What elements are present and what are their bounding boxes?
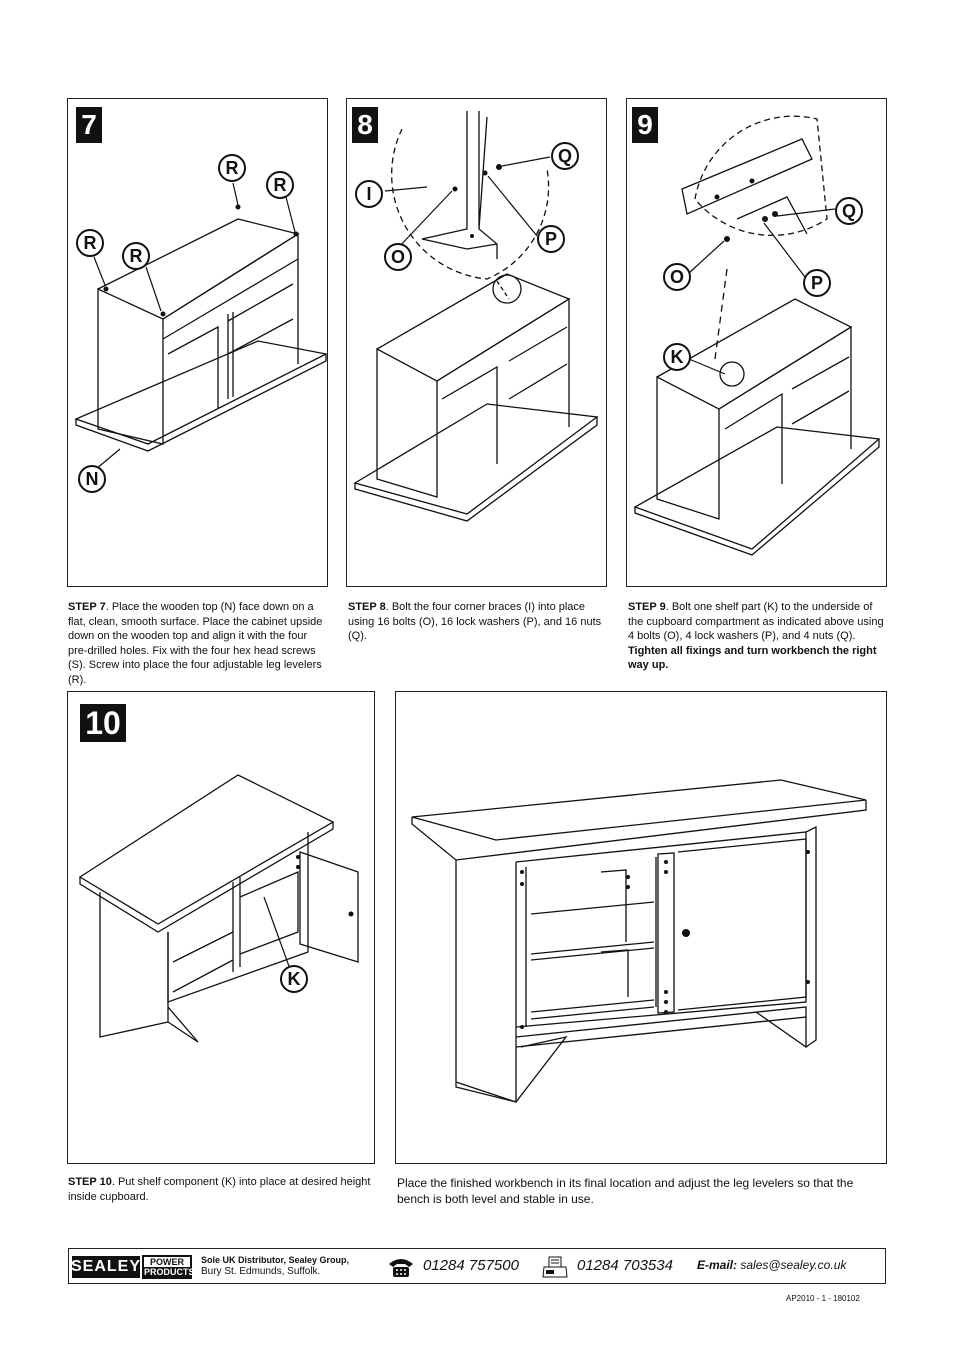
part-label-p: P [803,269,831,297]
step-text: . Bolt one shelf part (K) to the undersi… [628,601,884,642]
email-label: E-mail: [697,1258,738,1272]
email-contact: E-mail: sales@sealey.co.uk [697,1258,846,1272]
sealey-logo: SEALEY [71,1256,140,1278]
step-10-panel: 10 K [67,691,375,1164]
step-8-illustration [353,111,599,522]
distributor-info: Sole UK Distributor, Sealey Group, Bury … [201,1254,349,1278]
phone-number: 01284 757500 [423,1257,519,1274]
step-title: STEP 10 [68,1176,112,1188]
footer-bar: SEALEY POWER PRODUCTS Sole UK Distributo… [68,1248,886,1284]
step-7-caption: STEP 7. Place the wooden top (N) face do… [68,600,326,687]
part-label-r: R [218,154,246,182]
step-text: . Put shelf component (K) into place at … [68,1176,371,1203]
step-10-caption: STEP 10. Put shelf component (K) into pl… [68,1175,373,1204]
final-instruction: Place the finished workbench in its fina… [397,1176,854,1206]
step-number: 9 [632,107,658,143]
email-address[interactable]: sales@sealey.co.uk [740,1258,847,1272]
step-number: 7 [76,107,102,143]
part-label-n: N [78,465,106,493]
part-label-i: I [355,180,383,208]
step-8-panel: 8 Q I P O [346,98,607,587]
logo-power: POWER [149,1257,184,1267]
part-label-o: O [663,263,691,291]
fax-icon [542,1256,568,1278]
part-label-k: K [280,965,308,993]
power-products-logo: POWER PRODUCTS [142,1255,195,1279]
finished-workbench-illustration [411,779,867,1103]
part-label-r: R [266,171,294,199]
step-8-caption: STEP 8. Bolt the four corner braces (I) … [348,600,606,644]
document-reference: AP2010 - 1 - 180102 [786,1294,860,1303]
step-title: STEP 9 [628,601,666,613]
step-10-illustration [78,774,359,1043]
step-9-panel: 9 Q O P K [626,98,887,587]
fax-number: 01284 703534 [577,1257,673,1274]
step-text: . Bolt the four corner braces (I) into p… [348,601,602,642]
part-label-p: P [537,225,565,253]
part-label-o: O [384,243,412,271]
telephone-icon [389,1259,413,1277]
step-7-panel: 7 R R R R N [67,98,328,587]
step-warning: Tighten all fixings and turn workbench t… [628,644,877,672]
part-label-r: R [122,242,150,270]
step-number: 10 [80,704,126,742]
finished-workbench-panel [395,691,887,1164]
part-label-q: Q [551,142,579,170]
part-label-k: K [663,343,691,371]
step-number: 8 [352,107,378,143]
step-7-illustration [74,182,328,470]
logo-products: PRODUCTS [144,1267,195,1277]
distributor-line-2: Bury St. Edmunds, Suffolk. [201,1266,321,1277]
step-text: . Place the wooden top (N) face down on … [68,601,323,686]
distributor-line-1: Sole UK Distributor, Sealey Group, [201,1255,350,1265]
step-title: STEP 7 [68,601,106,613]
part-label-r: R [76,229,104,257]
step-9-illustration [633,115,881,556]
part-label-q: Q [835,197,863,225]
step-title: STEP 8 [348,601,386,613]
step-9-caption: STEP 9. Bolt one shelf part (K) to the u… [628,600,888,673]
